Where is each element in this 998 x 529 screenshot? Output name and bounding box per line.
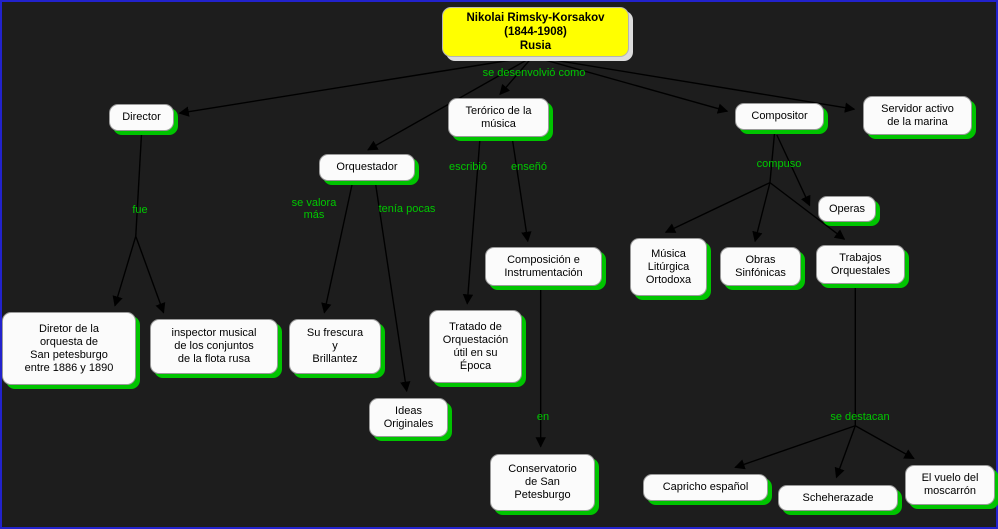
node-teorico-musica[interactable]: Terórico de la música (448, 98, 549, 137)
edge-label-escribio[interactable]: escribió (449, 161, 487, 173)
edge-label-fue[interactable]: fue (132, 204, 148, 216)
node-orquestador[interactable]: Orquestador (319, 154, 415, 181)
node-inspector-musical[interactable]: inspector musical de los conjuntos de la… (150, 319, 278, 374)
node-vuelo-moscarron[interactable]: El vuelo del moscarrón (905, 465, 995, 505)
edge-label-se-desenvolvio-como[interactable]: se desenvolvió como (482, 67, 586, 79)
node-scheherazade[interactable]: Scheherazade (778, 485, 898, 511)
node-servidor-marina[interactable]: Servidor activo de la marina (863, 96, 972, 135)
node-capricho-espanol[interactable]: Capricho español (643, 474, 768, 501)
node-director[interactable]: Director (109, 104, 174, 131)
node-compositor[interactable]: Compositor (735, 103, 824, 130)
node-musica-liturgica[interactable]: Música Litúrgica Ortodoxa (630, 238, 707, 296)
node-ideas-originales[interactable]: Ideas Originales (369, 398, 448, 437)
node-obras-sinfonicas[interactable]: Obras Sinfónicas (720, 247, 801, 286)
node-conservatorio[interactable]: Conservatorio de San Petesburgo (490, 454, 595, 511)
node-trabajos-orquestales[interactable]: Trabajos Orquestales (816, 245, 905, 284)
edge-label-se-destacan[interactable]: se destacan (830, 411, 890, 423)
edge-label-tenia-pocas[interactable]: tenía pocas (378, 203, 436, 215)
node-operas[interactable]: Operas (818, 196, 876, 222)
node-tratado-orquestacion[interactable]: Tratado de Orquestación útil en su Época (429, 310, 522, 383)
node-frescura-brillantez[interactable]: Su frescura y Brillantez (289, 319, 381, 374)
edge-label-en[interactable]: en (536, 411, 550, 423)
edge-label-enseno[interactable]: enseñó (510, 161, 548, 173)
node-root[interactable]: Nikolai Rimsky-Korsakov (1844-1908) Rusi… (442, 7, 629, 57)
edge-label-se-valora-mas[interactable]: se valora más (291, 197, 337, 221)
edge-label-compuso[interactable]: compuso (756, 158, 802, 170)
node-composicion-instrumentacion[interactable]: Composición e Instrumentación (485, 247, 602, 286)
node-diretor-orquesta[interactable]: Diretor de la orquesta de San petesburgo… (2, 312, 136, 385)
